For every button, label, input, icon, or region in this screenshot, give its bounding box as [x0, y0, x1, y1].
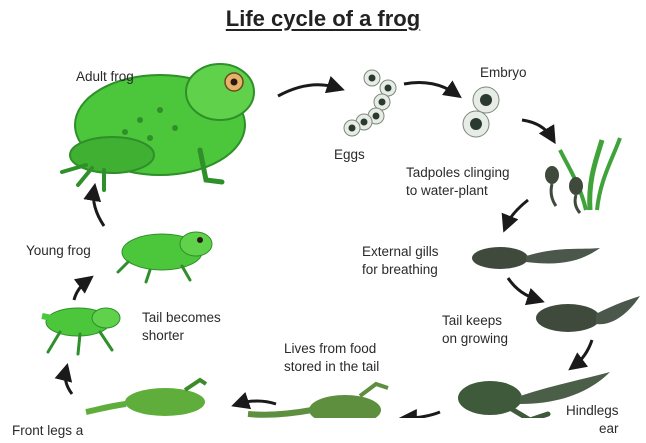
- tadpole-gills-illustration: [472, 247, 600, 269]
- label-young-frog: Young frog: [26, 242, 91, 260]
- label-tadpoles-line2: to water-plant: [406, 182, 510, 200]
- label-hindlegs-line2: ear: [566, 420, 619, 438]
- label-tail-shorter-line1: Tail becomes: [142, 309, 221, 327]
- label-eggs: Eggs: [334, 146, 365, 164]
- label-front-legs: Front legs a: [12, 422, 83, 440]
- label-external-gills: External gills for breathing: [362, 243, 439, 279]
- label-tail-keeps-line2: on growing: [442, 330, 508, 348]
- water-plant-illustration: [545, 138, 620, 213]
- froglet-front-legs-illustration: [86, 380, 206, 416]
- frog-short-tail-illustration: [42, 308, 120, 354]
- label-gills-line1: External gills: [362, 243, 439, 261]
- label-embryo: Embryo: [480, 64, 527, 82]
- label-food-line1: Lives from food: [284, 340, 379, 358]
- label-tail-becomes-shorter: Tail becomes shorter: [142, 309, 221, 345]
- label-tail-keeps-growing: Tail keeps on growing: [442, 312, 508, 348]
- label-hindlegs-line1: Hindlegs: [566, 402, 619, 420]
- label-food-line2: stored in the tail: [284, 358, 379, 376]
- label-lives-from-food: Lives from food stored in the tail: [284, 340, 379, 376]
- label-adult-frog: Adult frog: [76, 68, 134, 86]
- label-tail-shorter-line2: shorter: [142, 327, 221, 345]
- label-tadpoles-clinging: Tadpoles clinging to water-plant: [406, 164, 510, 200]
- young-frog-illustration: [118, 232, 212, 282]
- label-hindlegs-appear: Hindlegs ear: [566, 402, 619, 438]
- label-gills-line2: for breathing: [362, 261, 439, 279]
- tadpole-growing-illustration: [536, 296, 640, 332]
- embryo-illustration: [463, 87, 499, 137]
- label-tail-keeps-line1: Tail keeps: [442, 312, 508, 330]
- eggs-illustration: [344, 70, 396, 136]
- occluding-patch: [96, 418, 586, 443]
- label-tadpoles-line1: Tadpoles clinging: [406, 164, 510, 182]
